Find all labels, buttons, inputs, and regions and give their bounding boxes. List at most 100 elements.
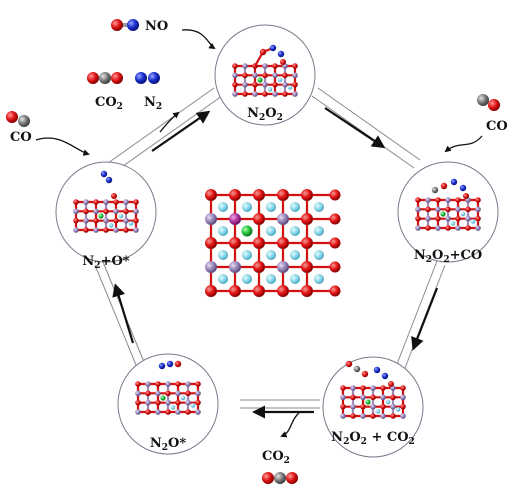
oxygen-atom-icon xyxy=(350,394,356,401)
oxygen-atom-icon xyxy=(135,381,141,387)
oxygen-atom-icon xyxy=(400,403,406,410)
oxygen-atom-icon xyxy=(83,208,89,215)
state-label-n2-plus-o: N2+O* xyxy=(82,254,129,271)
oxygen-atom-icon xyxy=(329,261,341,273)
metal-atom-icon xyxy=(252,72,258,79)
oxygen-atom-icon xyxy=(463,193,469,199)
metal-atom-icon xyxy=(155,409,161,415)
metal-atom-icon xyxy=(415,206,421,213)
metal-atom-icon xyxy=(455,206,461,213)
metal-atom-icon xyxy=(232,91,238,97)
n2o2-co2-structure xyxy=(340,360,406,419)
oxygen-atom-icon xyxy=(301,285,313,297)
cation-atom-icon xyxy=(470,219,476,224)
oxygen-atom-icon xyxy=(282,72,288,79)
oxygen-atom-icon xyxy=(425,206,431,213)
metal-atom-icon xyxy=(145,399,151,406)
cation-atom-icon xyxy=(395,407,401,412)
metal-atom-icon xyxy=(83,199,89,205)
center-surface-top-view xyxy=(205,189,341,297)
cation-atom-icon xyxy=(314,274,324,284)
metal-atom-icon xyxy=(262,63,268,69)
metal-atom-icon xyxy=(350,385,356,391)
oxygen-atom-icon xyxy=(286,472,298,484)
oxygen-atom-icon xyxy=(185,409,191,415)
arrow-to-n2o2co2 xyxy=(411,287,439,351)
cation-atom-icon xyxy=(218,250,228,260)
oxygen-atom-icon xyxy=(350,413,356,419)
oxygen-atom-icon xyxy=(400,385,406,391)
metal-atom-icon xyxy=(292,72,298,79)
oxygen-atom-icon xyxy=(465,206,471,213)
oxygen-atom-icon xyxy=(103,208,109,215)
metal-atom-icon xyxy=(360,394,366,401)
oxygen-atom-icon xyxy=(445,206,451,213)
cation-atom-icon xyxy=(450,221,456,226)
oxygen-atom-icon xyxy=(73,217,79,224)
metal-atom-icon xyxy=(292,91,298,97)
oxygen-atom-icon xyxy=(229,285,241,297)
oxygen-atom-icon xyxy=(229,237,241,249)
oxygen-atom-icon xyxy=(205,189,217,201)
oxygen-atom-icon xyxy=(370,394,376,401)
metal-atom-icon xyxy=(185,399,191,406)
dopant-atom-icon xyxy=(160,395,166,401)
cation-atom-icon xyxy=(385,399,391,405)
oxygen-atom-icon xyxy=(93,199,99,205)
n2o2-structure xyxy=(232,44,298,97)
dopant-atom-icon xyxy=(98,213,104,219)
oxygen-atom-icon xyxy=(232,63,238,69)
metal-atom-icon xyxy=(415,225,421,231)
oxygen-atom-icon xyxy=(253,285,265,297)
oxygen-atom-icon xyxy=(175,381,181,387)
oxygen-atom-icon xyxy=(455,215,461,222)
oxygen-atom-icon xyxy=(6,111,18,123)
metal-atom-icon xyxy=(400,394,406,401)
metal-atom-icon xyxy=(73,227,79,233)
oxygen-atom-icon xyxy=(253,237,265,249)
oxygen-atom-icon xyxy=(360,403,366,410)
oxygen-atom-icon xyxy=(292,81,298,88)
oxygen-atom-icon xyxy=(103,227,109,233)
label-co2-bottom: CO2 xyxy=(262,449,290,466)
nitrogen-atom-icon xyxy=(381,372,389,380)
cation-atom-icon xyxy=(242,202,252,212)
metal-atom-icon xyxy=(83,217,89,224)
cation-atom-icon xyxy=(218,274,228,284)
metal-atom-icon xyxy=(229,261,241,273)
metal-atom-icon xyxy=(135,390,141,397)
metal-atom-icon xyxy=(360,413,366,419)
metal-atom-icon xyxy=(425,215,431,222)
oxygen-atom-icon xyxy=(455,197,461,203)
oxygen-atom-icon xyxy=(390,394,396,401)
oxygen-atom-icon xyxy=(242,72,248,79)
nitrogen-atom-icon xyxy=(166,360,174,368)
cation-atom-icon xyxy=(267,87,273,92)
label-n2-top: N2 xyxy=(144,95,162,112)
metal-atom-icon xyxy=(113,208,119,215)
metal-atom-icon xyxy=(133,208,139,215)
label-co-left: CO xyxy=(10,130,32,145)
metal-atom-icon xyxy=(123,199,129,205)
metal-atom-icon xyxy=(73,208,79,215)
nitrogen-atom-icon xyxy=(277,50,285,58)
oxygen-atom-icon xyxy=(165,409,171,415)
nitrogen-atom-icon xyxy=(135,72,147,84)
metal-atom-icon xyxy=(435,206,441,213)
metal-atom-icon xyxy=(113,227,119,233)
oxygen-atom-icon xyxy=(262,472,274,484)
nitrogen-atom-icon xyxy=(105,176,113,184)
metal-atom-icon xyxy=(272,91,278,97)
oxygen-atom-icon xyxy=(185,390,191,397)
n2o-structure xyxy=(135,360,201,415)
nitrogen-atom-icon xyxy=(148,72,160,84)
cation-atom-icon xyxy=(375,409,381,414)
cation-atom-icon xyxy=(190,403,196,408)
oxygen-atom-icon xyxy=(195,399,201,406)
oxygen-atom-icon xyxy=(415,215,421,222)
metal-atom-icon xyxy=(175,409,181,415)
oxygen-atom-icon xyxy=(253,189,265,201)
metal-atom-icon xyxy=(445,215,451,222)
carbon-atom-icon xyxy=(477,94,489,106)
